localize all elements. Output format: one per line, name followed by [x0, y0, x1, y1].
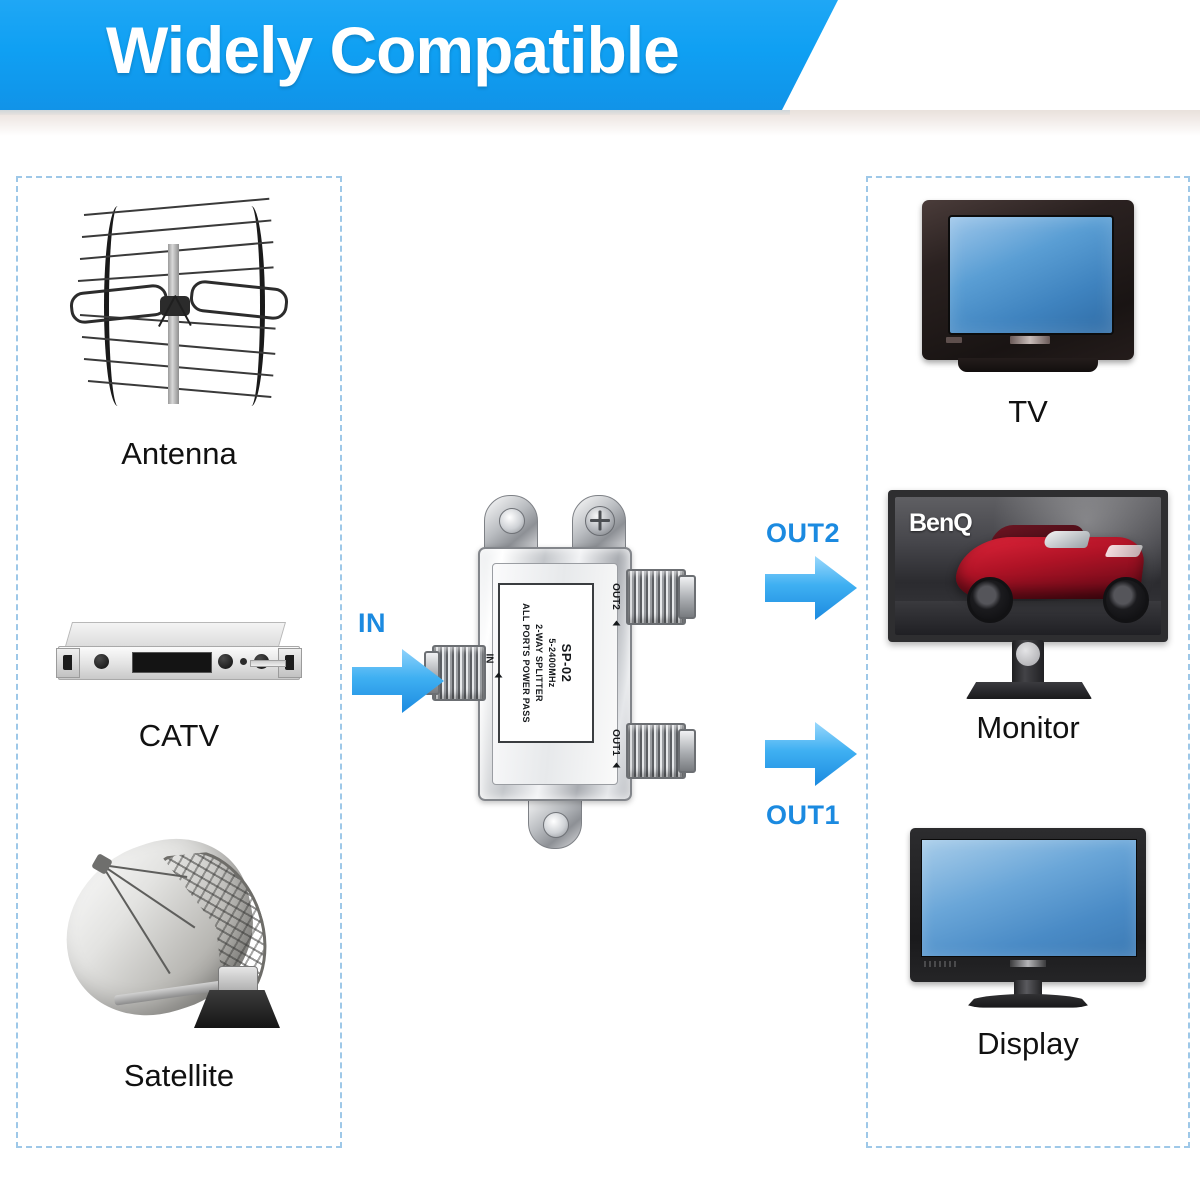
- output1-flow-arrow: [765, 718, 857, 790]
- monitor-screen-brand: BenQ: [909, 509, 973, 537]
- source-item-satellite: Satellite: [18, 816, 340, 1094]
- output-item-tv: TV: [868, 200, 1188, 430]
- splitter-model: SP-02: [559, 643, 574, 683]
- splitter-spec-label: SP-02 5-2400MHz 2-WAY SPLITTER ALL PORTS…: [498, 583, 594, 743]
- mounting-tab-top-right: [572, 495, 626, 553]
- tv-antenna-icon: [64, 192, 294, 432]
- output-label-monitor: Monitor: [976, 710, 1080, 745]
- lcd-display-icon: [910, 828, 1146, 1014]
- output-label-tv: TV: [1008, 394, 1048, 429]
- crt-television-icon: [922, 200, 1134, 382]
- source-label-catv: CATV: [138, 718, 220, 753]
- splitter-frequency: 5-2400MHz: [547, 638, 557, 688]
- splitter-input-port: [432, 645, 486, 701]
- computer-monitor-icon: BenQ: [888, 490, 1168, 702]
- splitter-spec-text: SP-02 5-2400MHz 2-WAY SPLITTER ALL PORTS…: [519, 603, 574, 723]
- splitter-output-port-out1: [626, 723, 686, 779]
- splitter-port-mark-out1: OUT1: [609, 729, 621, 756]
- banner-background: [0, 0, 838, 110]
- input-flow-arrow: [352, 645, 444, 717]
- output-item-monitor: BenQ Monitor: [868, 490, 1188, 746]
- splitter-port-mark-out2: OUT2: [609, 583, 621, 610]
- source-label-antenna: Antenna: [121, 436, 237, 471]
- mounting-tab-top-left: [484, 495, 538, 553]
- source-item-antenna: Antenna: [18, 192, 340, 472]
- splitter-output-port-out2-cap: [678, 575, 696, 619]
- output-devices-panel: TV BenQ Monitor: [866, 176, 1190, 1148]
- splitter-power: ALL PORTS POWER PASS: [521, 603, 531, 723]
- output2-flow-label: OUT2: [766, 518, 841, 548]
- splitter-type: 2-WAY SPLITTER: [534, 624, 544, 702]
- banner-shadow-edge: [0, 110, 790, 115]
- header-banner: Widely Compatible: [0, 0, 1200, 136]
- input-flow-label: IN: [358, 608, 386, 638]
- output1-flow-label: OUT1: [766, 800, 841, 830]
- output-label-display: Display: [977, 1026, 1079, 1061]
- splitter-body: SP-02 5-2400MHz 2-WAY SPLITTER ALL PORTS…: [478, 547, 632, 801]
- page-title: Widely Compatible: [106, 13, 680, 87]
- splitter-output-port-out1-cap: [678, 729, 696, 773]
- source-label-satellite: Satellite: [123, 1058, 235, 1093]
- output-item-display: Display: [868, 828, 1188, 1062]
- satellite-dish-icon: [51, 816, 304, 1048]
- signal-sources-panel: Antenna CATV Satell: [16, 176, 342, 1148]
- source-item-catv: CATV: [18, 618, 340, 754]
- coaxial-splitter-device: SP-02 5-2400MHz 2-WAY SPLITTER ALL PORTS…: [424, 495, 752, 865]
- splitter-output-port-out2: [626, 569, 686, 625]
- output2-flow-arrow: [765, 552, 857, 624]
- catv-receiver-icon: [54, 618, 304, 692]
